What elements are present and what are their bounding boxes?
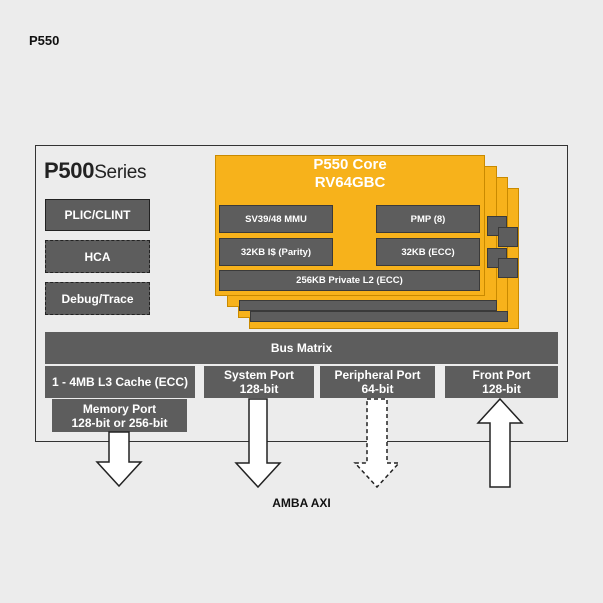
system-port-width: 128-bit (239, 382, 279, 396)
mmu-block: SV39/48 MMU (219, 205, 333, 233)
system-port-label: System Port (223, 368, 295, 382)
stack-peek (250, 311, 508, 322)
bus-matrix: Bus Matrix (45, 332, 558, 364)
front-port-label: Front Port (472, 368, 531, 382)
front-port-up-arrow (476, 397, 524, 488)
core-title-line1: P550 Core (313, 156, 387, 173)
l2-block: 256KB Private L2 (ECC) (219, 270, 480, 291)
dcache-block: 32KB (ECC) (376, 238, 480, 266)
pmp-block: PMP (8) (376, 205, 480, 233)
memory-port-down-arrow (95, 431, 143, 488)
series-title-light: Series (94, 162, 147, 183)
memory-port-width: 128-bit or 256-bit (71, 415, 168, 430)
plic-clint-block: PLIC/CLINT (45, 199, 150, 231)
debug-trace-block: Debug/Trace (45, 282, 150, 315)
amba-axi-label: AMBA AXI (272, 496, 331, 510)
stack-peek (498, 258, 518, 278)
icache-block: 32KB I$ (Parity) (219, 238, 333, 266)
page-title: P550 (29, 33, 60, 48)
peripheral-port-label: Peripheral Port (334, 368, 421, 382)
stack-peek (498, 227, 518, 247)
stack-peek (239, 300, 497, 311)
system-port-down-arrow (234, 398, 282, 489)
memory-port-block: Memory Port 128-bit or 256-bit (52, 399, 187, 432)
peripheral-port-block: Peripheral Port 64-bit (320, 366, 435, 398)
peripheral-port-down-arrow (353, 398, 401, 489)
hca-block: HCA (45, 240, 150, 273)
peripheral-port-width: 64-bit (361, 382, 394, 396)
core-title-line2: RV64GBC (314, 174, 386, 191)
l3-cache-block: 1 - 4MB L3 Cache (ECC) (45, 366, 195, 398)
series-title-bold: P500 (44, 158, 95, 183)
system-port-block: System Port 128-bit (204, 366, 314, 398)
series-title: P500Series (44, 158, 147, 184)
front-port-block: Front Port 128-bit (445, 366, 558, 398)
front-port-width: 128-bit (482, 382, 521, 396)
memory-port-label: Memory Port (82, 401, 157, 416)
core-title: P550 Core RV64GBC (215, 156, 485, 192)
